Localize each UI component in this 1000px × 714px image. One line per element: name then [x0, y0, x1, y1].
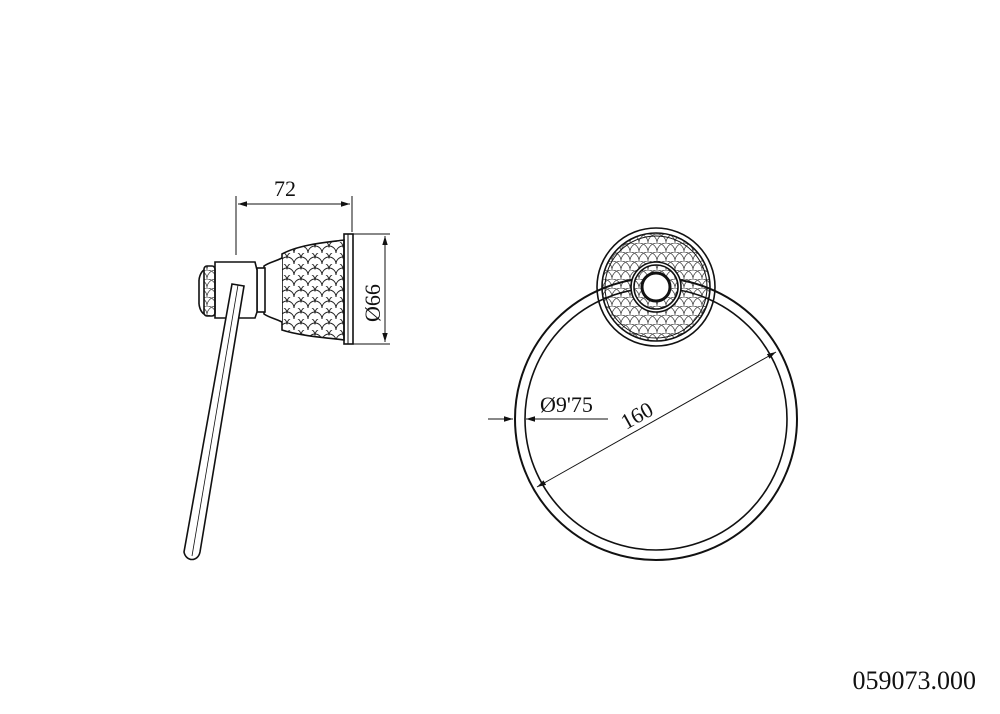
ring-diameter-line	[536, 351, 777, 488]
crystal-cap	[203, 265, 216, 317]
product-code: 059073.000	[852, 666, 977, 695]
height-dimension-label: Ø66	[360, 284, 385, 322]
width-dimension-label: 72	[274, 176, 296, 201]
ring-dimension-label: 160	[616, 397, 657, 435]
neck	[263, 257, 283, 323]
front-view	[488, 227, 798, 561]
tube-dimension-label: Ø9'75	[540, 392, 593, 417]
side-view	[183, 196, 390, 561]
scaled-base	[281, 239, 345, 341]
ring-side	[183, 283, 245, 561]
